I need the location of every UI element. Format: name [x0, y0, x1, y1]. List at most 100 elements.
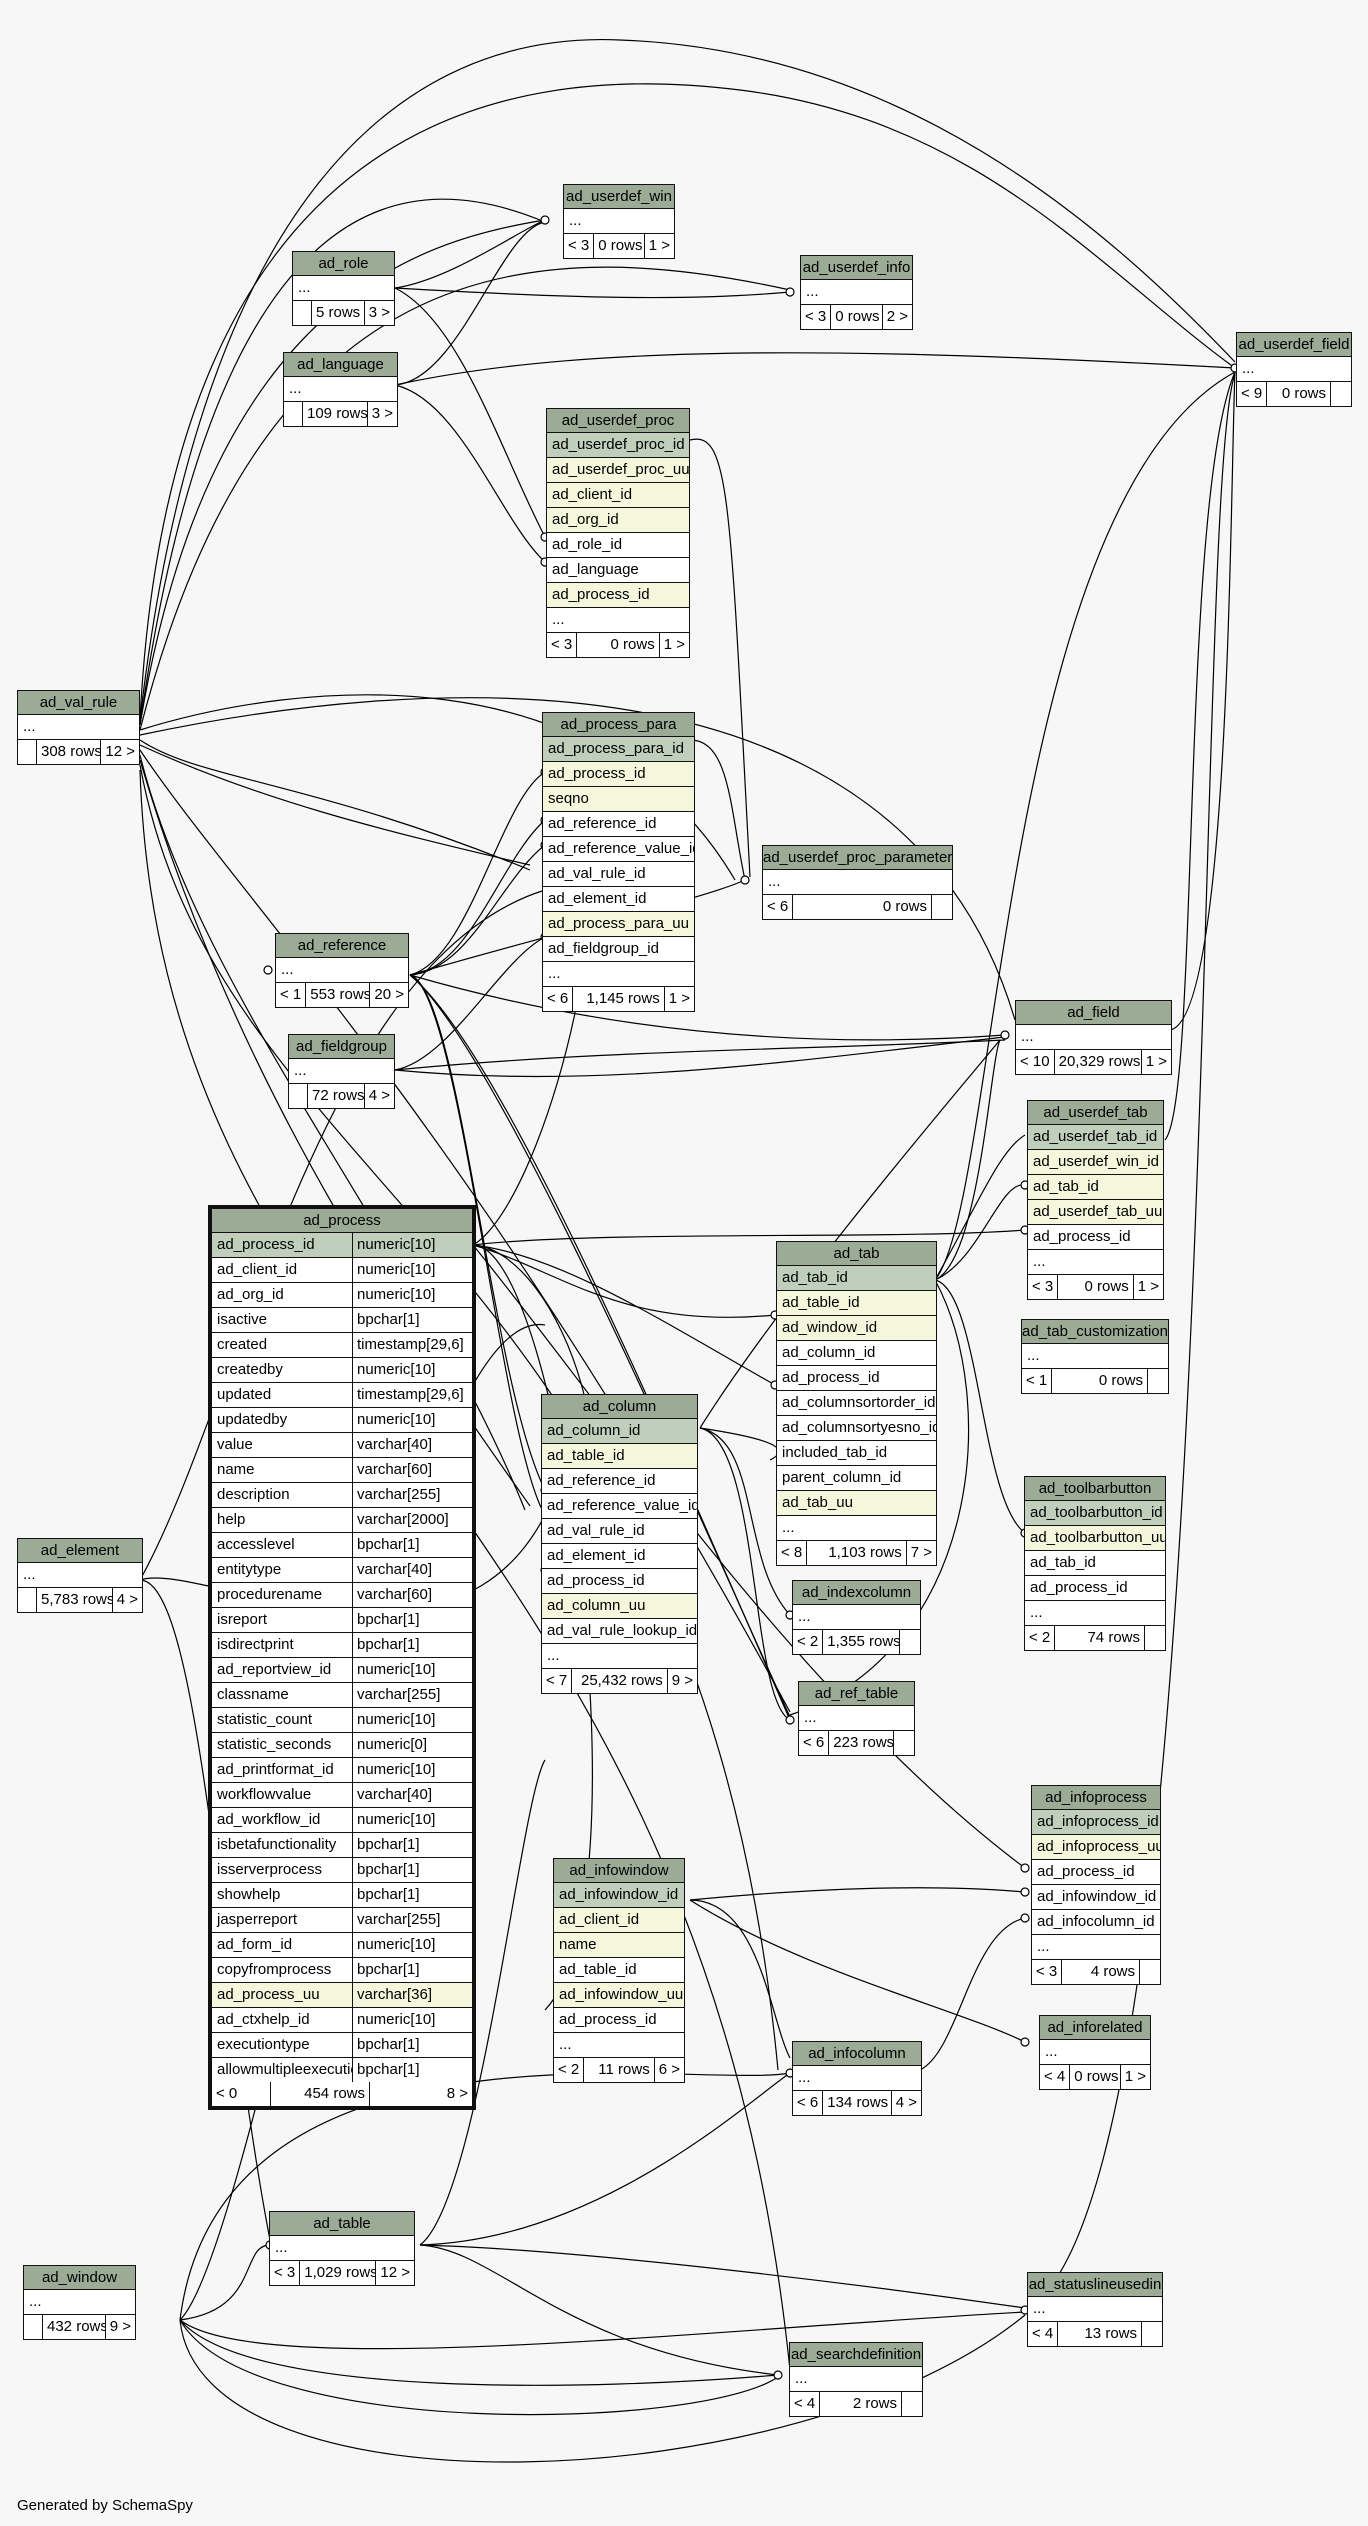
table-column-row[interactable]: ad_language: [547, 558, 689, 583]
parents-link[interactable]: < 1: [280, 986, 302, 1003]
table-column-row[interactable]: ad_column_id: [777, 1341, 936, 1366]
parents-link[interactable]: < 9: [1241, 385, 1263, 402]
table-column-row[interactable]: ad_process_id: [1025, 1576, 1165, 1601]
table-column-row[interactable]: ...: [547, 608, 689, 633]
table-column-row[interactable]: ad_window_id: [777, 1316, 936, 1341]
table-column-row[interactable]: ad_process_id: [554, 2008, 684, 2033]
children-link[interactable]: 9 >: [104, 2315, 135, 2339]
children-link[interactable]: 1 >: [643, 234, 674, 258]
table-column-row[interactable]: allowmultipleexecutionbpchar[1]: [212, 2058, 472, 2082]
table-column-row[interactable]: name: [554, 1933, 684, 1958]
table-column-row[interactable]: ...: [24, 2290, 135, 2315]
parents-link[interactable]: < 0: [216, 2085, 238, 2102]
table-column-row[interactable]: ...: [289, 1059, 394, 1084]
parents-link[interactable]: < 2: [797, 1633, 819, 1650]
table-column-row[interactable]: ...: [1025, 1601, 1165, 1626]
table-column-row[interactable]: ...: [554, 2033, 684, 2058]
table-column-row[interactable]: ad_tab_id: [777, 1266, 936, 1291]
children-link[interactable]: [1144, 1626, 1165, 1650]
table-column-row[interactable]: ad_tab_id: [1028, 1175, 1163, 1200]
table-column-row[interactable]: ad_column_id: [542, 1419, 697, 1444]
table-column-row[interactable]: ad_client_id: [554, 1908, 684, 1933]
table-column-row[interactable]: ad_userdef_tab_uu: [1028, 1200, 1163, 1225]
table-column-row[interactable]: seqno: [543, 787, 694, 812]
table-column-row[interactable]: ad_column_uu: [542, 1594, 697, 1619]
children-link[interactable]: 12 >: [100, 740, 139, 764]
table-column-row[interactable]: ...: [542, 1644, 697, 1669]
table-column-row[interactable]: ...: [1032, 1935, 1160, 1960]
parents-link[interactable]: < 2: [1029, 1629, 1051, 1646]
children-link[interactable]: [931, 895, 952, 919]
table-column-row[interactable]: ...: [1237, 357, 1351, 382]
parents-link[interactable]: < 4: [1044, 2068, 1066, 2085]
table-column-row[interactable]: ad_tab_uu: [777, 1491, 936, 1516]
table-column-row[interactable]: ...: [1028, 1250, 1163, 1275]
table-column-row[interactable]: ad_userdef_tab_id: [1028, 1125, 1163, 1150]
children-link[interactable]: 1 >: [663, 987, 694, 1011]
children-link[interactable]: [1139, 1960, 1160, 1984]
table-column-row[interactable]: ...: [276, 958, 408, 983]
parents-link[interactable]: < 7: [546, 1672, 568, 1689]
table-column-row[interactable]: ...: [270, 2236, 414, 2261]
children-link[interactable]: [893, 1731, 914, 1755]
parents-link[interactable]: < 10: [1020, 1053, 1050, 1070]
table-column-row[interactable]: ad_columnsortyesno_id: [777, 1416, 936, 1441]
table-column-row[interactable]: ...: [18, 1563, 142, 1588]
table-column-row[interactable]: ad_client_id: [547, 483, 689, 508]
table-column-row[interactable]: ...: [293, 276, 394, 301]
parents-link[interactable]: < 6: [547, 990, 569, 1007]
parents-link[interactable]: < 6: [803, 1734, 825, 1751]
children-link[interactable]: 20 >: [369, 983, 408, 1007]
table-column-row[interactable]: ad_columnsortorder_id: [777, 1391, 936, 1416]
parents-link[interactable]: < 4: [1032, 2325, 1054, 2342]
table-column-row[interactable]: ad_element_id: [542, 1544, 697, 1569]
table-column-row[interactable]: ...: [799, 1706, 914, 1731]
table-column-row[interactable]: ...: [543, 962, 694, 987]
children-link[interactable]: 8 >: [369, 2082, 472, 2106]
table-column-row[interactable]: ad_reference_id: [543, 812, 694, 837]
table-column-row[interactable]: ad_fieldgroup_id: [543, 937, 694, 962]
children-link[interactable]: 1 >: [1119, 2065, 1150, 2089]
parents-link[interactable]: < 3: [805, 308, 827, 325]
table-column-row[interactable]: ad_element_id: [543, 887, 694, 912]
table-column-row[interactable]: ad_table_id: [542, 1444, 697, 1469]
table-column-row[interactable]: ad_reference_value_id: [542, 1494, 697, 1519]
parents-link[interactable]: [18, 1588, 36, 1612]
parents-link[interactable]: < 1: [1026, 1372, 1048, 1389]
parents-link[interactable]: < 3: [274, 2264, 296, 2281]
table-column-row[interactable]: ...: [18, 715, 139, 740]
